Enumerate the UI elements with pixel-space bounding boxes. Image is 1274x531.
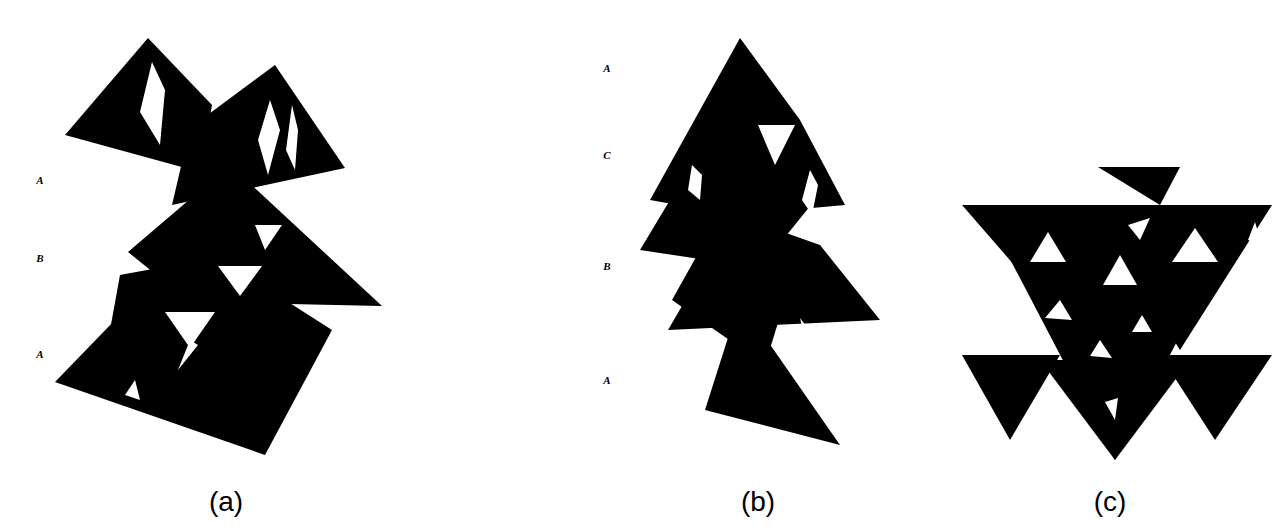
stacking-a-highlights [125, 62, 298, 400]
layer-letter: A [36, 174, 43, 186]
layer-letter: B [36, 252, 43, 264]
panel-caption: (a) [209, 486, 243, 518]
layer-letter: B [603, 260, 610, 272]
layer-letter: A [603, 62, 610, 74]
stacking-b [640, 38, 880, 445]
top-view-c-highlights [1030, 218, 1262, 420]
stacking-a [55, 38, 382, 455]
panel-caption: (b) [741, 486, 775, 518]
top-view-c [962, 167, 1272, 460]
layer-letter: A [36, 348, 43, 360]
layer-letter: C [603, 149, 610, 161]
stacking-b-highlights [688, 80, 820, 360]
layer-letter: A [603, 374, 610, 386]
panel-caption: (c) [1094, 486, 1127, 518]
